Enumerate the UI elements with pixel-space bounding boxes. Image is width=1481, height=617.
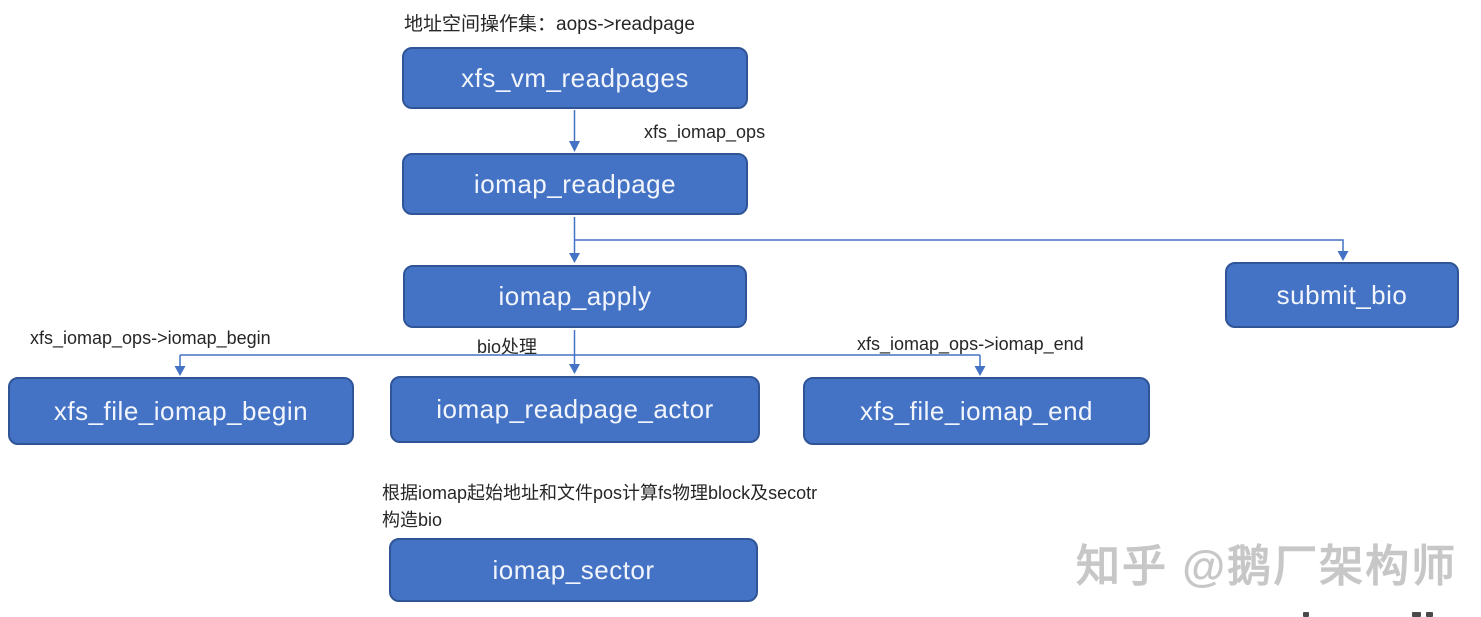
node-iomap-sector: iomap_sector: [389, 538, 758, 602]
arrowhead: [569, 364, 580, 374]
aops-readpage-label: 地址空间操作集：aops->readpage: [404, 14, 695, 35]
annotation-line1: 根据iomap起始地址和文件pos计算fs物理block及secotr: [382, 483, 818, 503]
clipped-text-fragment: [1426, 612, 1433, 617]
node-xfs-file-iomap-end: xfs_file_iomap_end: [803, 377, 1150, 445]
edge-label-xfs-iomap-ops: xfs_iomap_ops: [644, 122, 766, 142]
node-xfs-file-iomap-begin: xfs_file_iomap_begin: [8, 377, 354, 445]
clipped-text-fragment: [1303, 612, 1309, 617]
arrowhead: [569, 141, 580, 152]
clipped-text-fragment: [1412, 612, 1421, 617]
edge-label-iomap-begin: xfs_iomap_ops->iomap_begin: [30, 328, 271, 348]
edge-label-iomap-end: xfs_iomap_ops->iomap_end: [857, 334, 1084, 354]
arrowhead: [174, 366, 186, 376]
annotation-line2: 构造bio: [382, 510, 443, 530]
node-iomap-readpage-actor: iomap_readpage_actor: [390, 376, 760, 443]
edge-label-bio-handling: bio处理: [477, 337, 538, 357]
node-iomap-apply: iomap_apply: [403, 265, 747, 328]
arrowhead: [974, 366, 986, 376]
node-xfs-vm-readpages: xfs_vm_readpages: [402, 47, 748, 109]
arrowhead: [1337, 251, 1349, 261]
zhihu-watermark: 知乎 @鹅厂架构师: [1076, 542, 1458, 591]
node-iomap-readpage: iomap_readpage: [402, 153, 748, 215]
arrowhead: [569, 253, 580, 263]
node-submit-bio: submit_bio: [1225, 262, 1459, 328]
connector-branch-to-submit-bio: [574, 239, 1344, 251]
